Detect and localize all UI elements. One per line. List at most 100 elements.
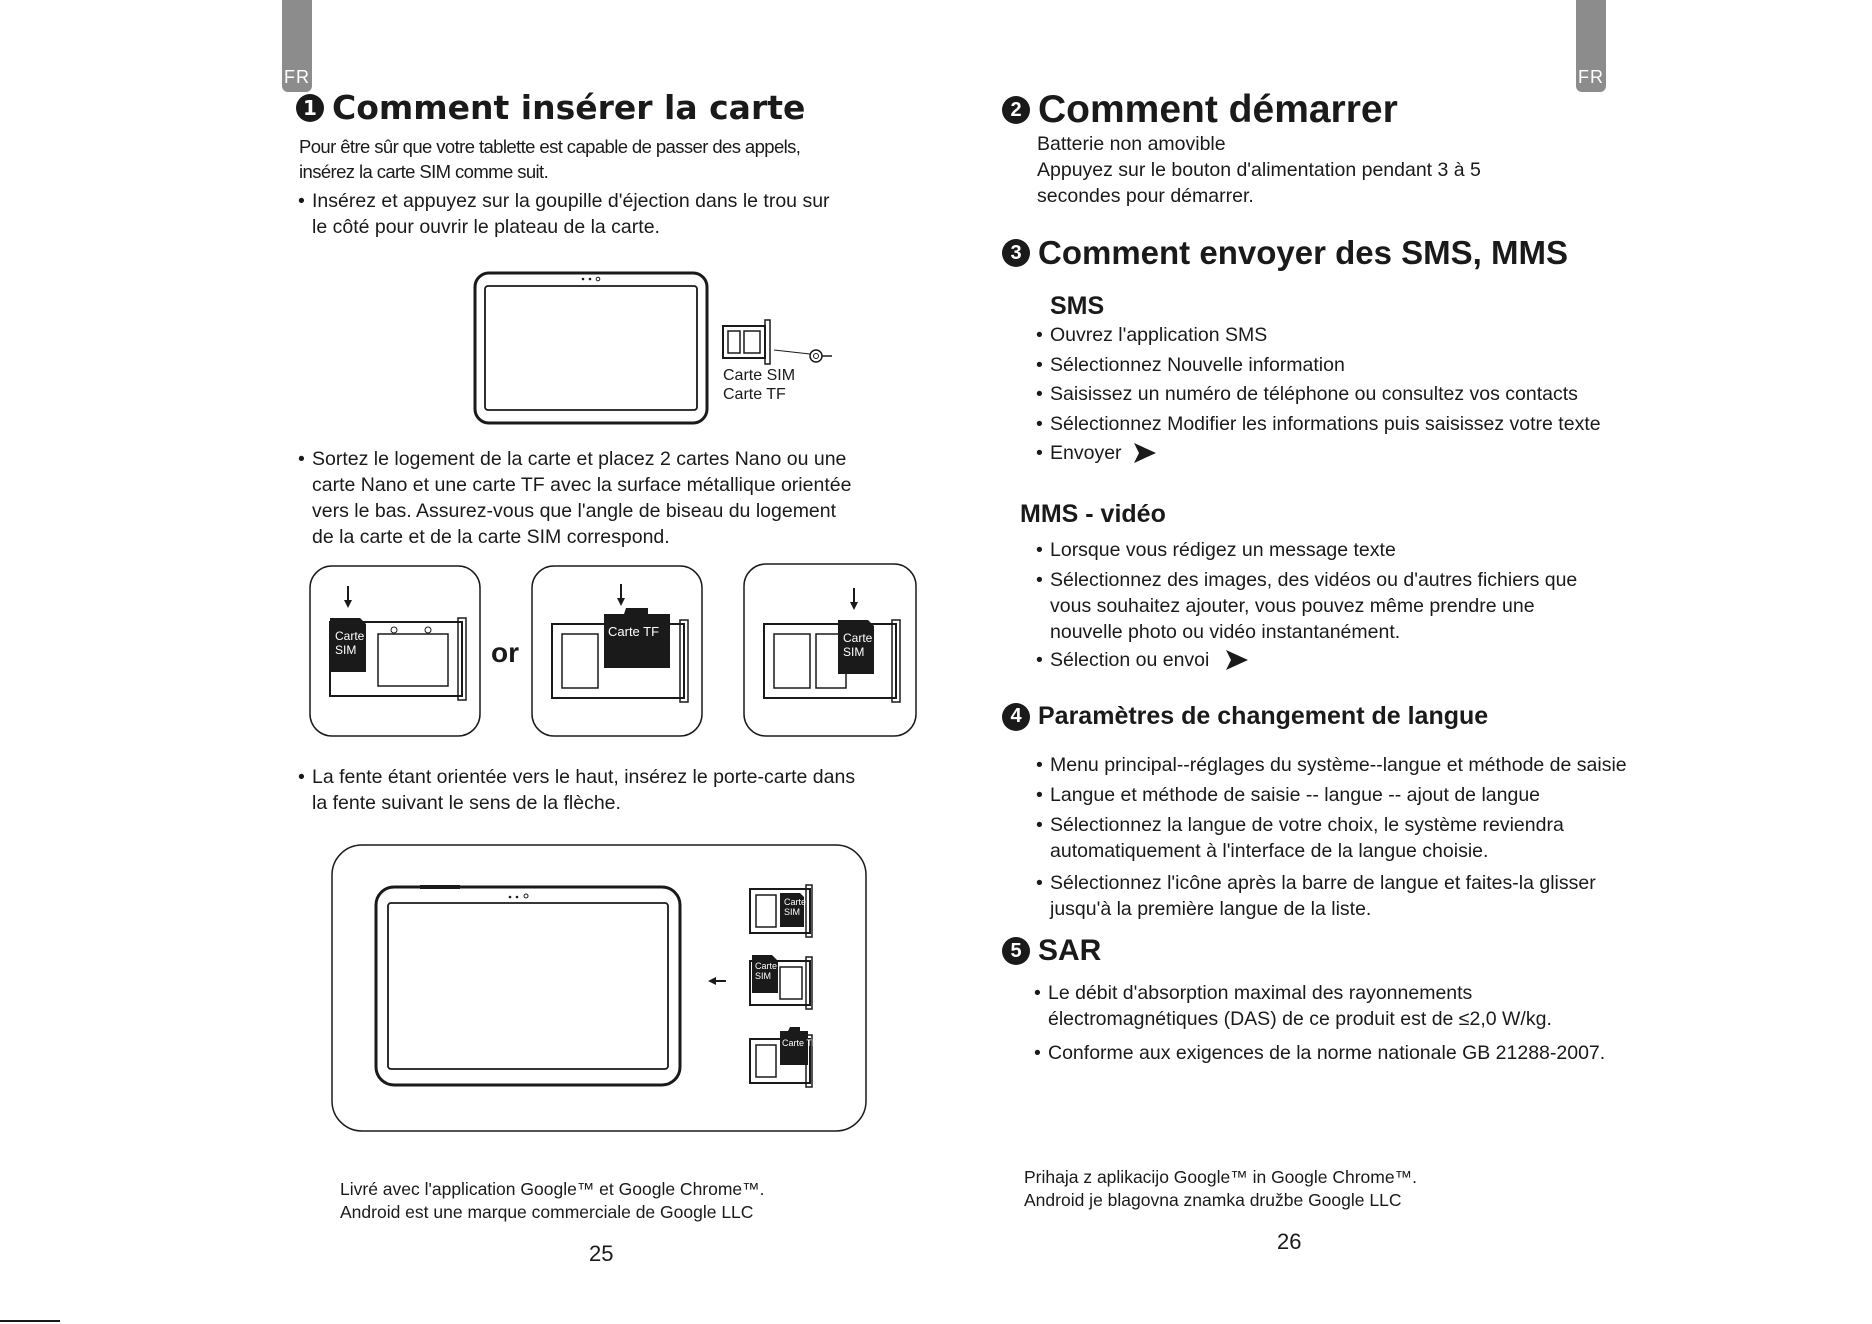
diagram-sim-right-tray: Carte SIM bbox=[743, 563, 917, 737]
text-line: Sélectionnez Modifier les informations p… bbox=[1050, 412, 1601, 435]
tray-insertion-diagram: Carte SIM Carte SIM Carte TF bbox=[331, 844, 867, 1132]
card-label: Carte bbox=[335, 629, 365, 643]
text-line: Sélection ou envoi bbox=[1050, 649, 1210, 671]
scan-edge-mark bbox=[0, 1320, 60, 1322]
text-line: Le débit d'absorption maximal des rayonn… bbox=[1048, 982, 1473, 1004]
sms-subheading: SMS bbox=[1050, 292, 1105, 320]
page-number: 26 bbox=[1277, 1229, 1302, 1254]
footer-line: Prihaja z aplikacijo Google™ in Google C… bbox=[1024, 1167, 1417, 1187]
text-line: automatiquement à l'interface de la lang… bbox=[1050, 840, 1489, 862]
page-number: 25 bbox=[589, 1241, 614, 1266]
language-tab: FR bbox=[282, 0, 312, 92]
tray-tf: Carte TF bbox=[749, 1027, 818, 1088]
mms-subheading: MMS - vidéo bbox=[1020, 500, 1166, 528]
sms-steps: •Ouvrez l'application SMS •Sélectionnez … bbox=[1036, 324, 1601, 464]
text-line: Sortez le logement de la carte et placez… bbox=[312, 448, 847, 470]
section-3-heading: 3 Comment envoyer des SMS, MMS bbox=[1002, 234, 1568, 272]
footer-line: Android est une marque commerciale de Go… bbox=[340, 1202, 754, 1222]
card-label: SIM bbox=[755, 971, 771, 981]
left-footer: Livré avec l'application Google™ et Goog… bbox=[340, 1178, 765, 1224]
diagram-frame bbox=[331, 844, 867, 1132]
card-placement-diagrams: Carte SIM or Carte TF Carte SIM bbox=[309, 563, 917, 737]
card-label: SIM bbox=[843, 645, 864, 659]
footer-line: Livré avec l'application Google™ et Goog… bbox=[340, 1179, 765, 1199]
step-number-badge: 2 bbox=[1002, 96, 1030, 124]
text-line: carte Nano et une carte TF avec la surfa… bbox=[312, 474, 852, 496]
section-title: Comment insérer la carte bbox=[332, 88, 806, 127]
tray-sim-left: Carte SIM bbox=[749, 955, 813, 1010]
text-line: Langue et méthode de saisie -- langue --… bbox=[1050, 784, 1541, 806]
card-label: SIM bbox=[335, 643, 356, 657]
text-line: Menu principal--réglages du système--lan… bbox=[1050, 754, 1627, 776]
bullet-insert-cards: •Sortez le logement de la carte et place… bbox=[298, 448, 852, 548]
tray-label-tf: Carte TF bbox=[723, 386, 786, 403]
tab-label: FR bbox=[284, 67, 310, 87]
mms-steps: •Lorsque vous rédigez un message texte •… bbox=[1036, 539, 1578, 671]
tray-two-sim: Carte SIM bbox=[749, 884, 813, 938]
section-4-heading: 4 Paramètres de changement de langue bbox=[1002, 702, 1488, 731]
card-label: SIM bbox=[784, 907, 800, 917]
section-title: SAR bbox=[1038, 934, 1102, 967]
step-number-badge: 5 bbox=[1002, 937, 1030, 965]
card-label: Carte TF bbox=[782, 1038, 818, 1048]
text-line: Batterie non amovible bbox=[1037, 133, 1226, 155]
diagram-tf-in-tray: Carte TF bbox=[531, 565, 703, 737]
intro-paragraph: Pour être sûr que votre tablette est cap… bbox=[299, 134, 801, 184]
section-1-heading: 1 Comment insérer la carte bbox=[296, 88, 805, 127]
text-line: Insérez et appuyez sur la goupille d'éje… bbox=[312, 190, 830, 212]
tab-label: FR bbox=[1578, 67, 1604, 87]
text-line: le côté pour ouvrir le plateau de la car… bbox=[312, 216, 660, 238]
text-line: insérez la carte SIM comme suit. bbox=[299, 161, 549, 182]
language-tab: FR bbox=[1576, 0, 1606, 92]
sim-tray bbox=[722, 319, 771, 365]
tablet-tray-illustration: Carte SIM Carte TF bbox=[473, 271, 832, 425]
diagram-sim-in-tray: Carte SIM bbox=[309, 565, 481, 737]
start-instructions: Batterie non amovible Appuyez sur le bou… bbox=[1037, 131, 1481, 209]
language-steps: •Menu principal--réglages du système--la… bbox=[1036, 754, 1627, 920]
bullet-insert-holder: •La fente étant orientée vers le haut, i… bbox=[298, 766, 856, 814]
text-line: secondes pour démarrer. bbox=[1037, 185, 1254, 207]
text-line: Sélectionnez l'icône après la barre de l… bbox=[1050, 872, 1596, 894]
card-label: Carte bbox=[784, 897, 806, 907]
text-line: vous souhaitez ajouter, vous pouvez même… bbox=[1050, 595, 1535, 617]
tray-label-sim: Carte SIM bbox=[723, 367, 795, 384]
bullet-eject: •Insérez et appuyez sur la goupille d'éj… bbox=[298, 190, 830, 238]
tablet-screen bbox=[484, 285, 698, 411]
step-number-badge: 1 bbox=[296, 93, 324, 122]
card-label: Carte bbox=[843, 631, 873, 645]
text-line: jusqu'à la première langue de la liste. bbox=[1050, 898, 1372, 920]
sar-info: •Le débit d'absorption maximal des rayon… bbox=[1034, 982, 1606, 1064]
text-line: La fente étant orientée vers le haut, in… bbox=[312, 766, 856, 788]
right-footer: Prihaja z aplikacijo Google™ in Google C… bbox=[1024, 1166, 1417, 1212]
text-line: vers le bas. Assurez-vous que l'angle de… bbox=[312, 500, 837, 522]
step-number-badge: 4 bbox=[1002, 702, 1030, 731]
send-icon bbox=[1133, 443, 1156, 463]
text-line: de la carte et de la carte SIM correspon… bbox=[312, 526, 670, 548]
left-arrow-icon bbox=[708, 977, 726, 985]
text-line: Envoyer bbox=[1050, 442, 1122, 464]
step-number-badge: 3 bbox=[1002, 239, 1030, 267]
text-line: nouvelle photo ou vidéo instantanément. bbox=[1050, 621, 1401, 643]
section-title: Comment envoyer des SMS, MMS bbox=[1038, 234, 1568, 271]
tablet-outline bbox=[374, 885, 682, 1087]
text-line: Sélectionnez la langue de votre choix, l… bbox=[1050, 814, 1564, 836]
tablet-body bbox=[473, 271, 709, 425]
section-5-heading: 5 SAR bbox=[1002, 934, 1101, 968]
text-line: Appuyez sur le bouton d'alimentation pen… bbox=[1037, 159, 1481, 181]
sim-card bbox=[330, 618, 366, 672]
send-icon bbox=[1225, 650, 1248, 670]
tf-card bbox=[604, 608, 670, 668]
text-line: électromagnétiques (DAS) de ce produit e… bbox=[1048, 1008, 1552, 1030]
section-title: Comment démarrer bbox=[1038, 88, 1398, 131]
text-line: Saisissez un numéro de téléphone ou cons… bbox=[1050, 383, 1578, 405]
card-label: Carte TF bbox=[608, 624, 659, 639]
card-label: Carte bbox=[755, 961, 777, 971]
or-label: or bbox=[491, 637, 519, 668]
text-line: Sélectionnez Nouvelle information bbox=[1050, 353, 1345, 376]
section-title: Paramètres de changement de langue bbox=[1038, 702, 1489, 730]
text-line: Sélectionnez des images, des vidéos ou d… bbox=[1050, 569, 1578, 591]
text-line: Lorsque vous rédigez un message texte bbox=[1050, 539, 1396, 561]
sim-card bbox=[838, 620, 874, 674]
text-line: Pour être sûr que votre tablette est cap… bbox=[299, 136, 801, 157]
text-line: la fente suivant le sens de la flèche. bbox=[312, 792, 621, 814]
